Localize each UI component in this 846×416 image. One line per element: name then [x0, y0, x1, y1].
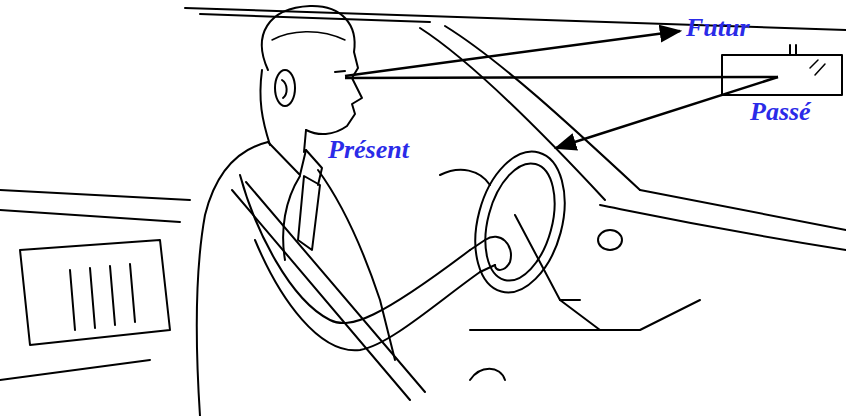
mirror-glint [810, 60, 825, 75]
left-hand [440, 170, 490, 185]
dashboard-line [640, 190, 846, 230]
roof-line [200, 14, 430, 22]
future-arrow [345, 31, 680, 76]
hair-line [272, 32, 345, 40]
lapel [283, 176, 300, 260]
suit-back [197, 142, 268, 416]
time-label: Passé [750, 98, 811, 126]
arm-upper [240, 175, 470, 323]
sight-lines [345, 31, 778, 148]
ear [275, 70, 295, 106]
door-grille [70, 264, 135, 330]
steering-column [515, 215, 580, 300]
time-label: Présent [328, 136, 409, 164]
seat-belt [232, 182, 425, 400]
back-of-neck [260, 70, 270, 145]
door-line [0, 360, 150, 380]
eye [335, 71, 345, 72]
door-panel [20, 240, 170, 345]
mirror-sight-line [345, 77, 778, 78]
pedal [470, 369, 505, 380]
neck-front [304, 130, 306, 152]
time-label: Futur [686, 14, 750, 42]
head-profile [262, 6, 362, 134]
dashboard-line [600, 205, 846, 250]
mirror-mount [790, 45, 796, 55]
dash-knob [598, 230, 622, 250]
line-art [0, 6, 846, 416]
past-arrow [556, 77, 778, 148]
shirt-collar [268, 142, 306, 175]
window-sill [0, 210, 180, 222]
ear-inner [282, 80, 287, 98]
necktie [298, 176, 320, 250]
steering-wheel-inner [474, 156, 567, 288]
shirt-collar [306, 150, 322, 185]
dashboard-lower [470, 300, 700, 330]
steering-wheel [461, 142, 579, 303]
window-sill [0, 190, 190, 200]
suit-front [318, 170, 395, 360]
